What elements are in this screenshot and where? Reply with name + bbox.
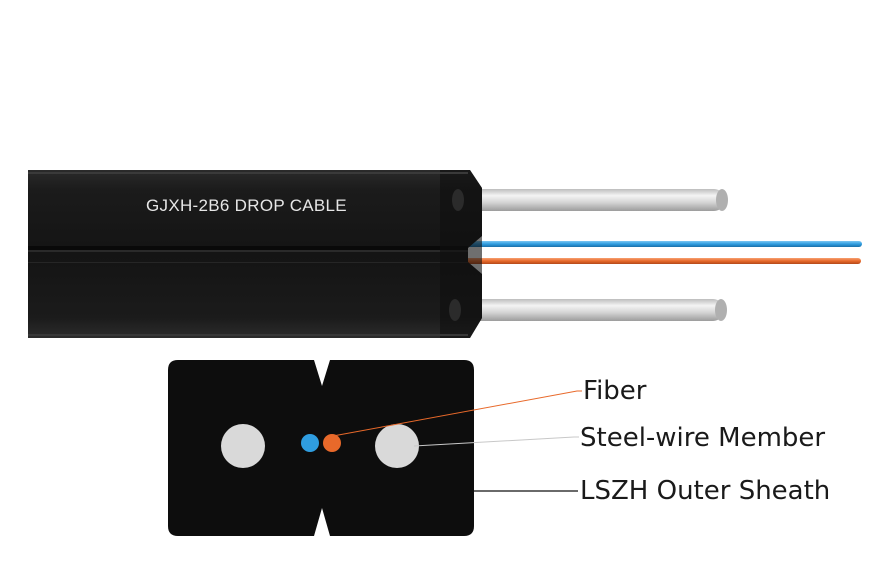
cable-print-text: GJXH-2B6 DROP CABLE: [146, 196, 347, 215]
cable-sheath: [28, 170, 482, 338]
outer-sheath-shape: [168, 360, 474, 536]
fiber-orange: [458, 258, 861, 264]
fiber-leader-line: [332, 390, 582, 437]
cable-cross-section: [168, 360, 474, 536]
cable-side-view: GJXH-2B6 DROP CABLE: [28, 170, 862, 338]
steel-wire-label: Steel-wire Member: [580, 423, 825, 453]
fiber-blue: [458, 241, 862, 247]
steel-wire-left: [221, 424, 265, 468]
fiber-label: Fiber: [583, 376, 647, 406]
steel-wire-rod-top: [455, 189, 728, 211]
fiber-core-blue: [301, 434, 319, 452]
steel-wire-leader-line: [413, 436, 579, 447]
steel-wire-right: [375, 424, 419, 468]
sheath-label: LSZH Outer Sheath: [580, 476, 830, 506]
fiber-core-orange: [323, 434, 341, 452]
steel-wire-rod-bottom: [452, 299, 727, 321]
callouts: Fiber Steel-wire Member LSZH Outer Sheat…: [332, 376, 830, 506]
